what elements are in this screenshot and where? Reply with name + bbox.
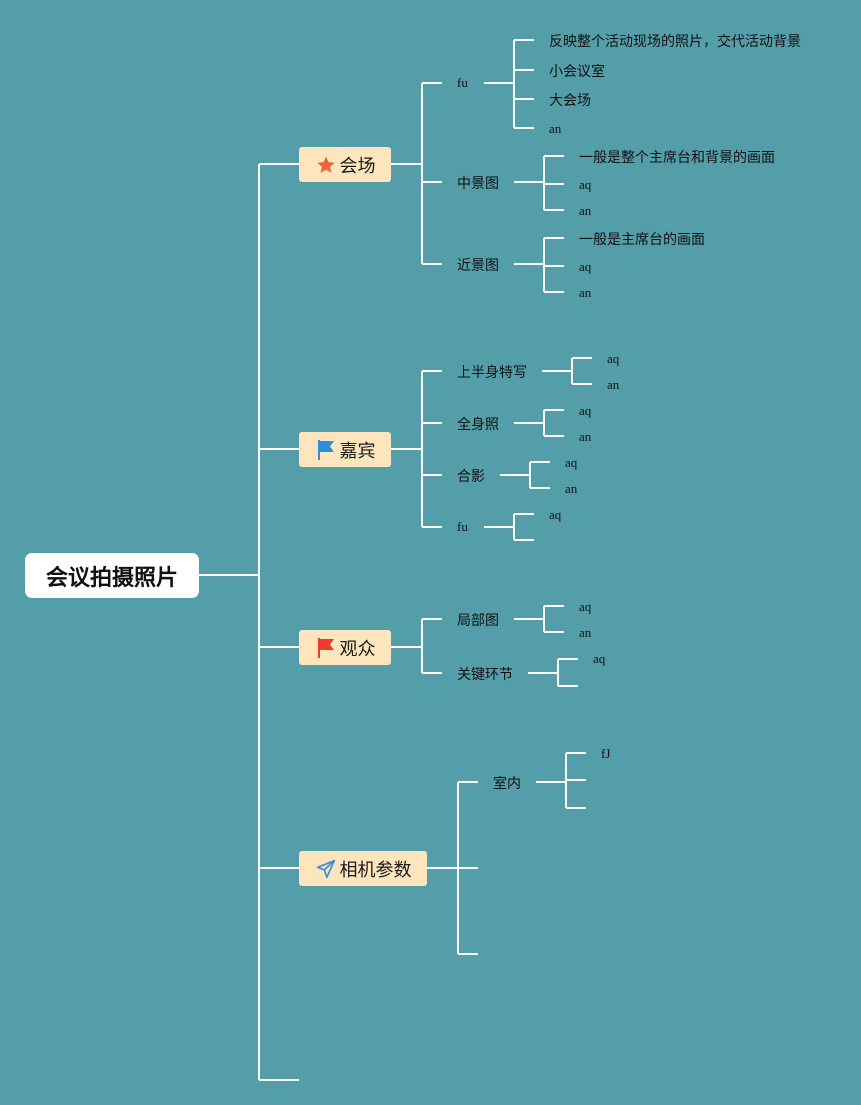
leaf-label[interactable]: 一般是整个主席台和背景的画面 xyxy=(579,149,775,165)
leaf-label[interactable]: aq xyxy=(549,507,562,522)
leaf-label[interactable]: aq xyxy=(579,403,592,418)
subtopic-label[interactable]: fu xyxy=(457,75,468,90)
branch-guests[interactable]: 嘉宾 xyxy=(299,432,391,467)
branch-camera-params[interactable]: 相机参数 xyxy=(299,851,427,886)
star-icon xyxy=(315,154,337,176)
leaf-label[interactable]: an xyxy=(565,481,578,496)
leaf-label[interactable]: an xyxy=(579,625,592,640)
leaf-label[interactable]: aq xyxy=(565,455,578,470)
branch-audience[interactable]: 观众 xyxy=(299,630,391,665)
subtopic-label[interactable]: 中景图 xyxy=(457,175,499,191)
leaf-label[interactable]: an xyxy=(579,429,592,444)
leaf-label[interactable]: an xyxy=(607,377,620,392)
subtopic-label[interactable]: 局部图 xyxy=(457,612,499,628)
subtopic-label[interactable]: 合影 xyxy=(457,468,485,484)
subtopic-label[interactable]: 上半身特写 xyxy=(457,364,527,380)
subtopic-label[interactable]: fu xyxy=(457,519,468,534)
branch-label: 观众 xyxy=(339,638,376,659)
leaf-label[interactable]: aq xyxy=(579,599,592,614)
branch-label: 嘉宾 xyxy=(339,440,376,461)
root-label: 会议拍摄照片 xyxy=(45,564,178,590)
leaf-label[interactable]: an xyxy=(579,285,592,300)
root-node[interactable]: 会议拍摄照片 xyxy=(25,553,199,598)
leaf-label[interactable]: 一般是主席台的画面 xyxy=(579,231,705,247)
branch-label: 会场 xyxy=(339,155,376,176)
branch-venue[interactable]: 会场 xyxy=(299,147,391,182)
flag-blue-icon xyxy=(315,439,337,461)
leaf-label[interactable]: fJ xyxy=(601,746,611,761)
subtopic-label[interactable]: 全身照 xyxy=(457,416,499,432)
subtopic-label[interactable]: 关键环节 xyxy=(457,666,513,682)
leaf-label[interactable]: aq xyxy=(579,259,592,274)
branch-label: 相机参数 xyxy=(339,859,412,880)
flag-red-icon xyxy=(315,637,337,659)
leaf-label[interactable]: aq xyxy=(579,177,592,192)
leaf-label[interactable]: aq xyxy=(593,651,606,666)
paper-plane-icon xyxy=(315,858,337,880)
leaf-label[interactable]: an xyxy=(549,121,562,136)
leaf-label[interactable]: aq xyxy=(607,351,620,366)
subtopic-label[interactable]: 近景图 xyxy=(457,257,499,273)
leaf-label[interactable]: 大会场 xyxy=(549,92,591,108)
leaf-label[interactable]: 小会议室 xyxy=(549,63,605,79)
leaf-label[interactable]: an xyxy=(579,203,592,218)
leaf-label[interactable]: 反映整个活动现场的照片，交代活动背景 xyxy=(549,33,801,49)
subtopic-label[interactable]: 室内 xyxy=(493,775,521,791)
